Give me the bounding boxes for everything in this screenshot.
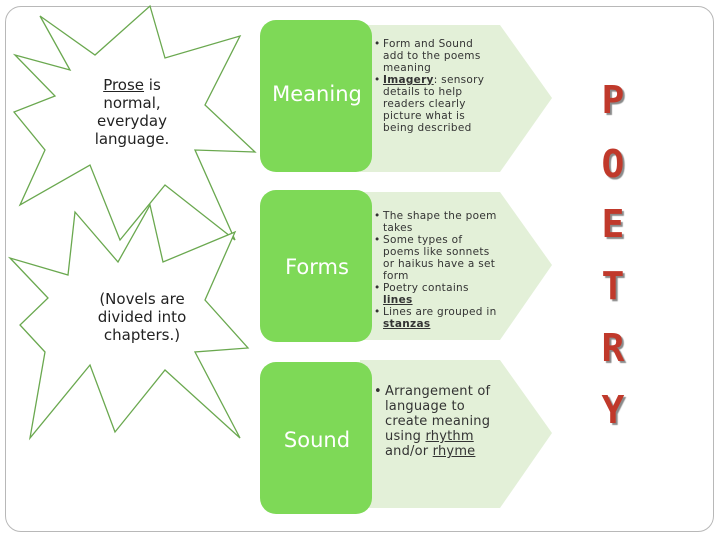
novels-starburst	[7, 203, 250, 441]
imagery-term: Imagery	[383, 74, 434, 86]
poetry-letter-p: P	[601, 78, 625, 122]
bullet-item: The shape the poem takes	[374, 210, 498, 234]
bullet-item: Arrangement of language to create meanin…	[374, 384, 500, 459]
sound-label: Sound	[283, 428, 351, 452]
forms-bullets: The shape the poem takes Some types of p…	[374, 210, 498, 330]
poetry-letter-r: R	[601, 326, 625, 370]
bullet-item: Lines are grouped in stanzas	[374, 306, 498, 330]
bullet-item: Imagery: sensory details to help readers…	[374, 74, 496, 134]
lines-term: lines	[383, 294, 413, 306]
prose-starburst	[12, 4, 257, 242]
bullet-item: Poetry contains lines	[374, 282, 498, 306]
poetry-letter-t: T	[601, 264, 625, 308]
sound-box	[260, 362, 372, 514]
slide-frame	[5, 6, 714, 532]
rhythm-term: rhythm	[425, 429, 474, 444]
prose-definition: Prose is normal, everyday language.	[94, 76, 170, 148]
forms-box	[260, 190, 372, 342]
sound-bullets: Arrangement of language to create meanin…	[374, 384, 500, 459]
stanzas-term: stanzas	[383, 318, 431, 330]
meaning-label: Meaning	[272, 82, 362, 106]
meaning-bullets: Form and Sound add to the poems meaning …	[374, 38, 496, 134]
novels-note: (Novels are divided into chapters.)	[97, 290, 187, 344]
prose-term: Prose	[103, 76, 145, 94]
bullet-item: Form and Sound add to the poems meaning	[374, 38, 496, 74]
meaning-box	[260, 20, 372, 172]
poetry-letter-y: Y	[601, 388, 625, 432]
bullet-item: Some types of poems like sonnets or haik…	[374, 234, 498, 282]
poetry-letter-e: E	[601, 202, 625, 246]
poetry-letter-o: O	[601, 142, 625, 186]
rhyme-term: rhyme	[432, 444, 476, 459]
forms-label: Forms	[285, 255, 349, 279]
